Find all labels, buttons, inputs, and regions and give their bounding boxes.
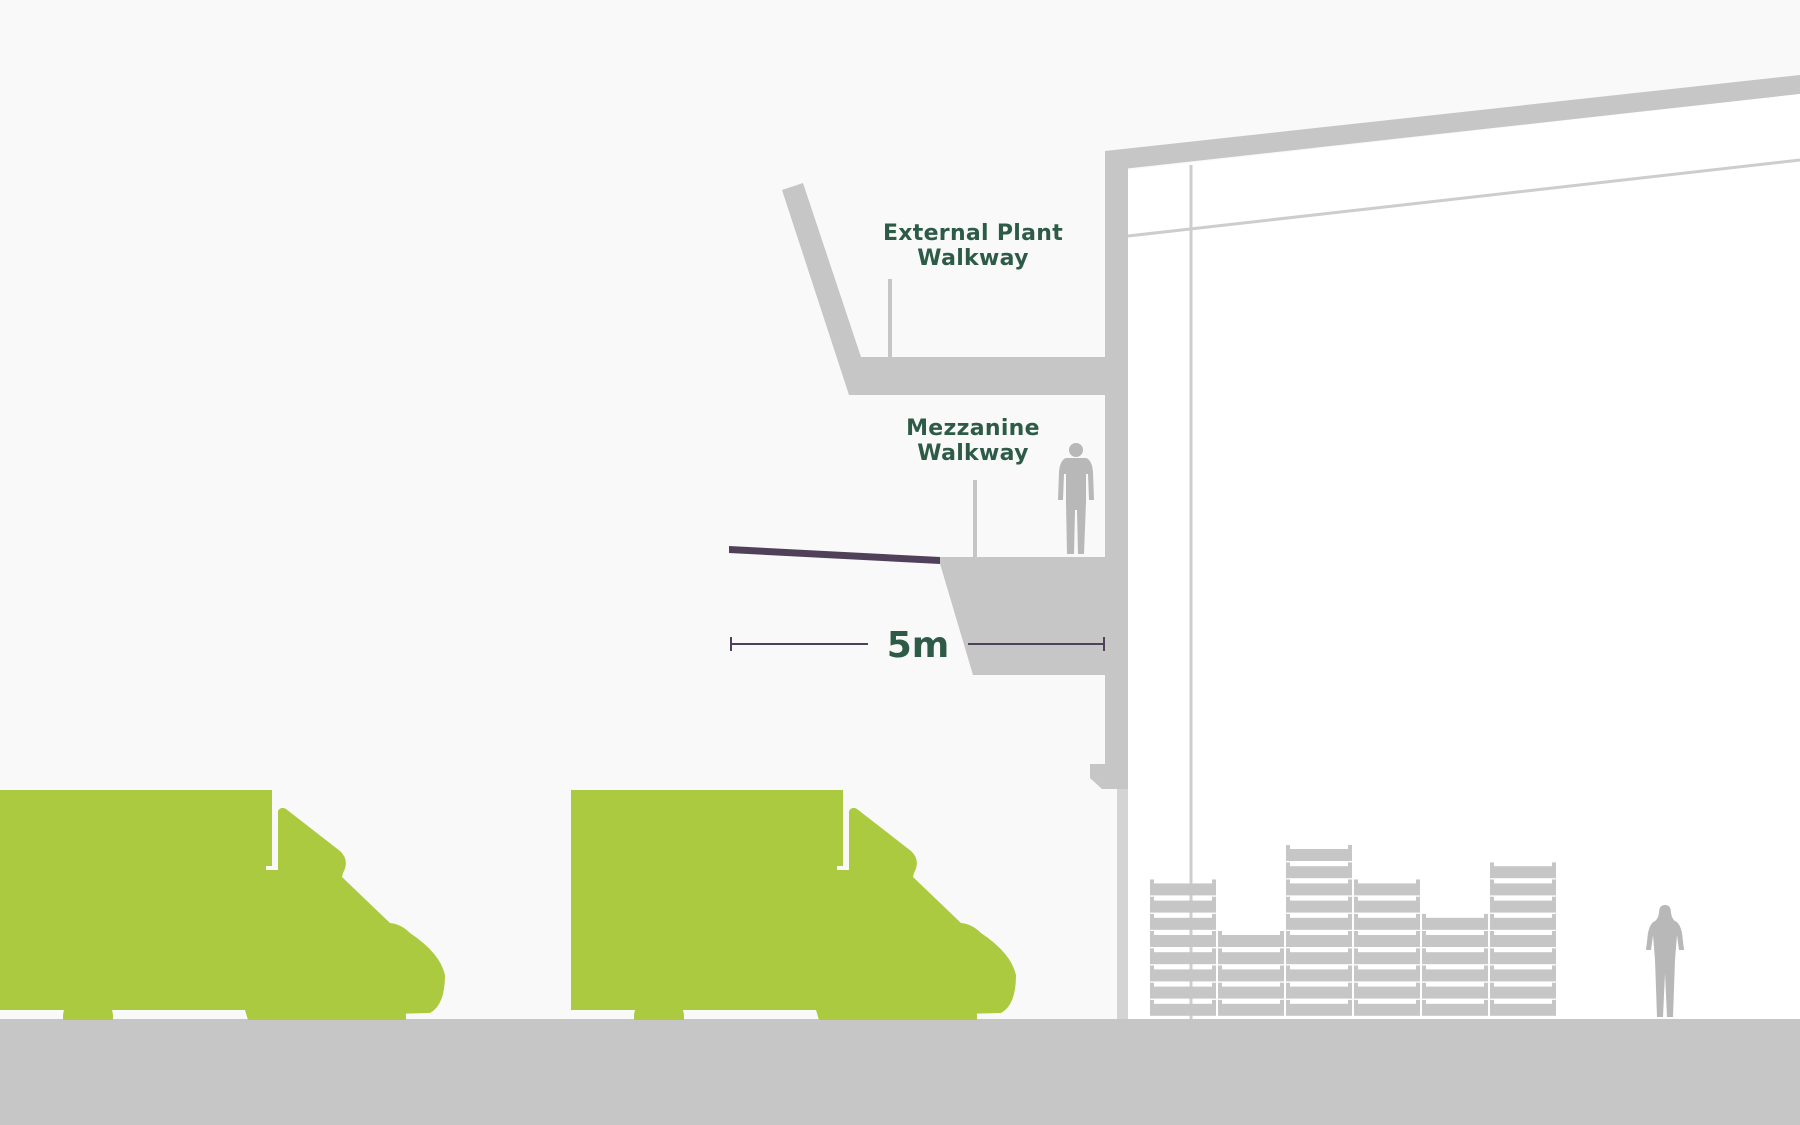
person-silhouette-icon	[1058, 443, 1094, 554]
mezzanine-walkway	[938, 557, 1128, 675]
mezzanine-label-line1: Mezzanine	[906, 416, 1040, 441]
labels: External Plant Walkway Mezzanine Walkway…	[883, 221, 1063, 666]
dimension-label: 5m	[887, 625, 950, 666]
ground	[0, 1019, 1800, 1125]
external-walkway-label-line1: External Plant	[883, 221, 1063, 246]
roof-tie-line	[1127, 158, 1800, 238]
external-wall	[1105, 151, 1128, 789]
building-interior	[1128, 94, 1800, 1020]
external-plant-walkway	[782, 183, 1105, 395]
lower-wall-post	[1117, 789, 1128, 1020]
external-walkway-label-line2: Walkway	[917, 246, 1028, 271]
canopy-overhang	[729, 546, 940, 564]
wall-bracket	[1090, 764, 1128, 789]
dimension-line	[730, 637, 1105, 651]
roof	[1105, 75, 1800, 171]
external-walkway-railing	[888, 279, 892, 357]
trucks	[0, 790, 1016, 1020]
building-structure	[729, 75, 1800, 1020]
mezzanine-railing	[973, 480, 977, 557]
delivery-truck-icon	[0, 790, 445, 1020]
mezzanine-label-line2: Walkway	[917, 441, 1028, 466]
delivery-truck-icon	[571, 790, 1016, 1020]
